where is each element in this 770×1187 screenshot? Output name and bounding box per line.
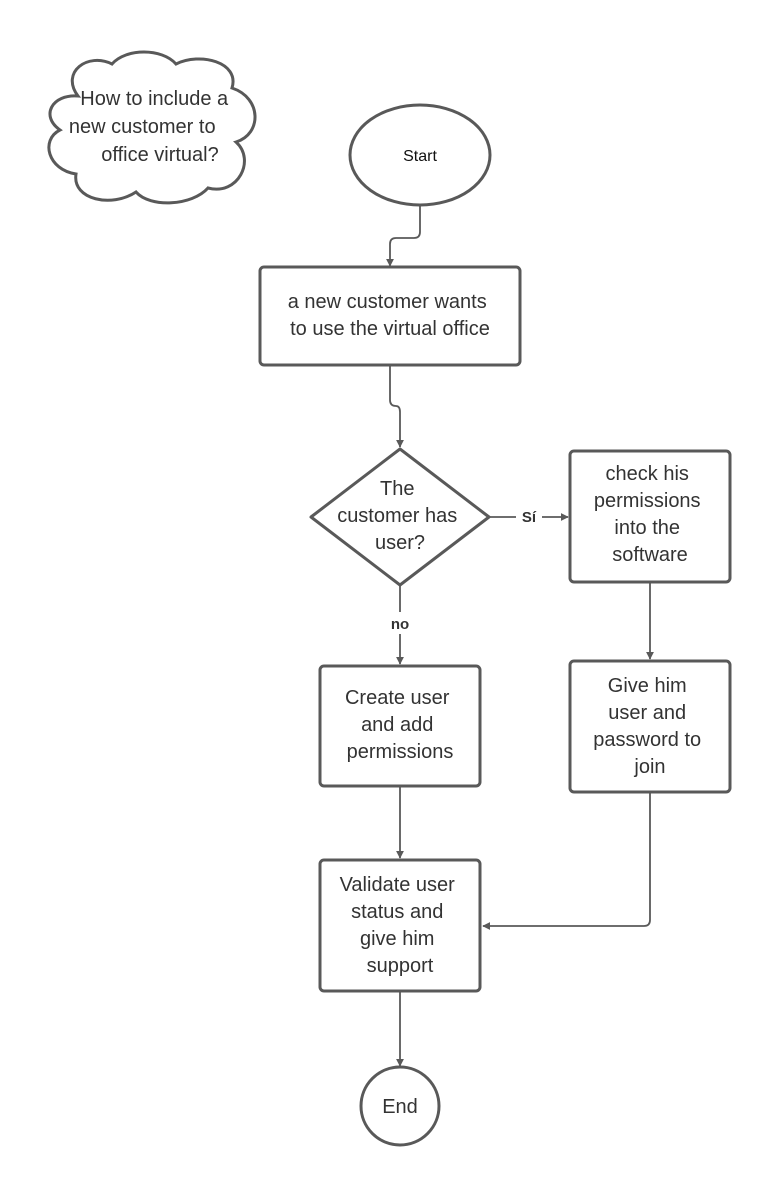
end-node: End bbox=[359, 1065, 441, 1147]
cloud-note-line-1: How to include a bbox=[80, 88, 229, 110]
validate-line-3: give him bbox=[360, 928, 434, 950]
edge-label-yes: Sí bbox=[516, 505, 542, 527]
svg-text:How to include a new cus: How to include a new customer to office … bbox=[69, 88, 234, 166]
give-line-3: password to bbox=[593, 729, 701, 751]
create-line-2: and add bbox=[361, 714, 433, 736]
svg-text:Give him user and: Give him user and password to join bbox=[593, 675, 706, 778]
give-credentials-process: Give him user and password to join bbox=[568, 659, 732, 794]
create-line-3: permissions bbox=[347, 741, 454, 763]
give-line-4: join bbox=[633, 756, 665, 778]
validate-process: Validate user status and give him suppor… bbox=[318, 858, 482, 993]
edge-give-to-validate bbox=[482, 793, 651, 930]
edge-label-no: no bbox=[386, 612, 414, 634]
cloud-note-line-3: office virtual? bbox=[101, 144, 218, 166]
svg-text:The customer has u: The customer has user? bbox=[337, 478, 463, 554]
check-line-3: into the bbox=[614, 517, 680, 539]
new-customer-line-2: to use the virtual office bbox=[290, 318, 490, 340]
validate-line-1: Validate user bbox=[340, 874, 456, 896]
create-user-process: Create user and add permissions bbox=[318, 664, 482, 788]
edge-label-no-text: no bbox=[391, 616, 409, 633]
validate-line-2: status and bbox=[351, 901, 443, 923]
svg-text:a new customer wants to: a new customer wants to use the virtual … bbox=[288, 291, 493, 340]
check-permissions-process: check his permissions into the software bbox=[568, 449, 732, 584]
decision-line-3: user? bbox=[375, 532, 425, 554]
validate-line-4: support bbox=[367, 955, 434, 977]
start-label: Start bbox=[403, 148, 437, 165]
cloud-note-line-2: new customer to bbox=[69, 116, 216, 138]
cloud-note: How to include a new customer to office … bbox=[47, 50, 257, 205]
check-line-1: check his bbox=[606, 463, 689, 485]
svg-text:check his permissions: check his permissions into the software bbox=[594, 463, 706, 566]
check-line-2: permissions bbox=[594, 490, 701, 512]
check-line-4: software bbox=[612, 544, 688, 566]
give-line-1: Give him bbox=[608, 675, 687, 697]
give-line-2: user and bbox=[608, 702, 686, 724]
decision-line-1: The bbox=[380, 478, 414, 500]
create-line-1: Create user bbox=[345, 687, 450, 709]
edges bbox=[386, 206, 654, 1067]
edge-label-yes-text: Sí bbox=[522, 509, 537, 526]
start-node: Start bbox=[348, 103, 492, 207]
end-label: End bbox=[382, 1096, 418, 1118]
new-customer-line-1: a new customer wants bbox=[288, 291, 487, 313]
decision-line-2: customer has bbox=[337, 505, 457, 527]
new-customer-process: a new customer wants to use the virtual … bbox=[258, 265, 522, 367]
svg-text:Validate user status and: Validate user status and give him suppor… bbox=[340, 874, 461, 977]
svg-text:Create user and add: Create user and add permissions bbox=[345, 687, 455, 763]
has-user-decision: The customer has user? bbox=[309, 447, 491, 587]
edge-start-to-new-customer bbox=[386, 206, 421, 267]
edge-new-customer-to-decision bbox=[389, 366, 404, 448]
